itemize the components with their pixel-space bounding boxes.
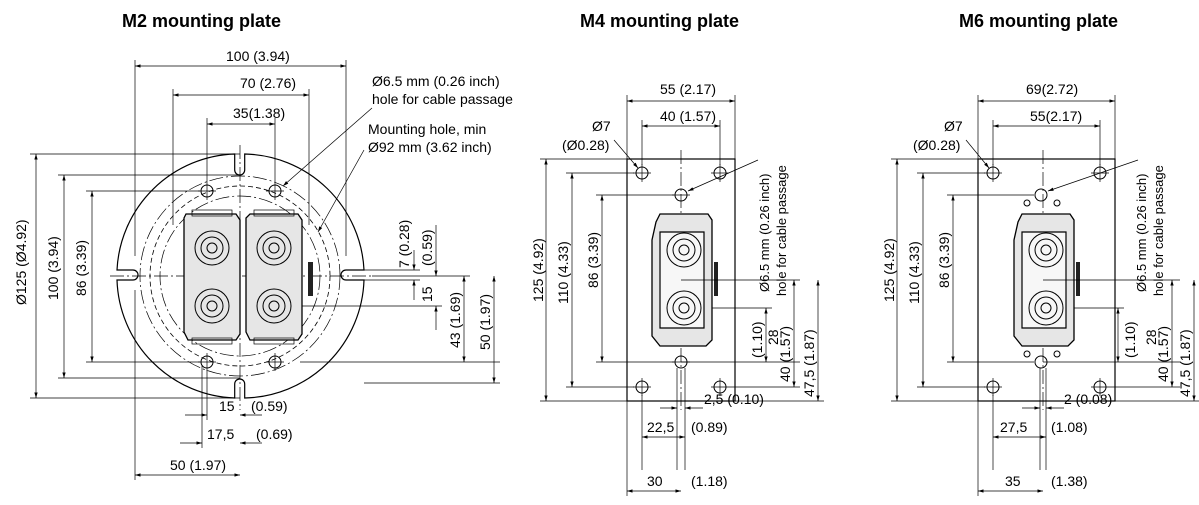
m6-dim-86: 86 (3.39) [936,232,952,288]
m6-dim-110: 110 (4.33) [906,241,922,304]
m2-dim-50-h: 50 (1.97) [170,457,226,473]
m4-title: M4 mounting plate [580,11,739,31]
mounting-hole-icon [198,182,284,371]
m6-dim-138: (1.38) [1051,473,1088,489]
mounting-hole-icon [633,164,729,396]
m6-dim-69: 69(2.72) [1026,81,1078,97]
m4-dim-475: 47,5 (1.87) [801,329,817,397]
m6-dim-125: 125 (4.92) [881,238,897,302]
m4-dim-110-r: (1.10) [749,321,765,358]
m4-note-cable-2: hole for cable passage [774,165,789,296]
m2-dim-059-h: (0.59) [251,398,288,414]
m6-dim-d028: (Ø0.28) [913,137,960,153]
m4-dim-125: 125 (4.92) [530,238,546,302]
m6-dim-40-r: 40 (1.57) [1155,326,1171,382]
m4-dim-d7: Ø7 [592,118,611,134]
m4-dim-40-r: 40 (1.57) [777,326,793,382]
m4-drawing: 55 (2.17) 40 (1.57) Ø7 (Ø0.28) 125 (4.92… [530,81,824,496]
m2-note-mount-2: Ø92 mm (3.62 inch) [368,139,492,155]
m4-dim-28: 28 [765,329,781,345]
m4-dim-110: 110 (4.33) [555,241,571,304]
m6-dim-475: 47,5 (1.87) [1177,329,1193,397]
m2-dim-v86: 86 (3.39) [73,240,89,296]
m2-dim-v100: 100 (3.94) [45,236,61,300]
m4-dim-d028: (Ø0.28) [562,137,609,153]
m6-note-cable-2: hole for cable passage [1151,165,1166,296]
m4-dim-25: 2,5 (0.10) [704,391,764,407]
m2-note-cable-2: hole for cable passage [372,91,513,107]
m6-drawing: 69(2.72) 55(2.17) Ø7 (Ø0.28) 125 (4.92) … [881,81,1199,496]
m6-dim-28: 28 [1143,329,1159,345]
m2-connector-left [183,209,241,345]
m4-dim-118: (1.18) [691,473,728,489]
m6-title: M6 mounting plate [959,11,1118,31]
m2-dim-15-v: 15 [419,286,435,302]
m4-dim-86: 86 (3.39) [585,232,601,288]
m2-dim-069: (0.69) [256,426,293,442]
m2-dim-35: 35(1.38) [233,105,285,121]
m2-dim-d125: Ø125 (Ø4.92) [13,219,29,305]
m2-dim-100: 100 (3.94) [226,48,290,64]
m4-dim-40: 40 (1.57) [660,108,716,124]
m2-drawing: 100 (3.94) 70 (2.76) 35(1.38) Ø6.5 mm (0… [13,48,513,480]
m2-dim-15-h: 15 [219,398,235,414]
m6-dim-2: 2 (0.08) [1064,391,1112,407]
m6-dim-110-r: (1.10) [1122,321,1138,358]
m2-dim-7: 7 (0.28) [396,220,412,268]
m2-note-mount-1: Mounting hole, min [368,121,486,137]
m6-dim-55: 55(2.17) [1030,108,1082,124]
m6-dim-35: 35 [1005,473,1021,489]
m2-dim-50-v: 50 (1.97) [477,294,493,350]
m2-dim-175: 17,5 [207,426,234,442]
m2-dim-70: 70 (2.76) [240,75,296,91]
m2-dim-43: 43 (1.69) [447,292,463,348]
m6-dim-275: 27,5 [1000,419,1027,435]
m4-dim-225: 22,5 [647,419,674,435]
m2-title: M2 mounting plate [122,11,281,31]
m2-connector-right [245,209,313,345]
mounting-hole-icon [984,164,1109,396]
m2-note-cable-1: Ø6.5 mm (0.26 inch) [372,73,500,89]
m6-dim-d7: Ø7 [944,118,963,134]
m6-note-cable-1: Ø6.5 mm (0.26 inch) [1134,174,1149,293]
m6-dim-108: (1.08) [1051,419,1088,435]
m2-dim-059-v: (0.59) [419,229,435,266]
m4-dim-089: (0.89) [691,419,728,435]
m4-dim-55: 55 (2.17) [660,81,716,97]
m4-note-cable-1: Ø6.5 mm (0.26 inch) [757,174,772,293]
m4-dim-30: 30 [647,473,663,489]
